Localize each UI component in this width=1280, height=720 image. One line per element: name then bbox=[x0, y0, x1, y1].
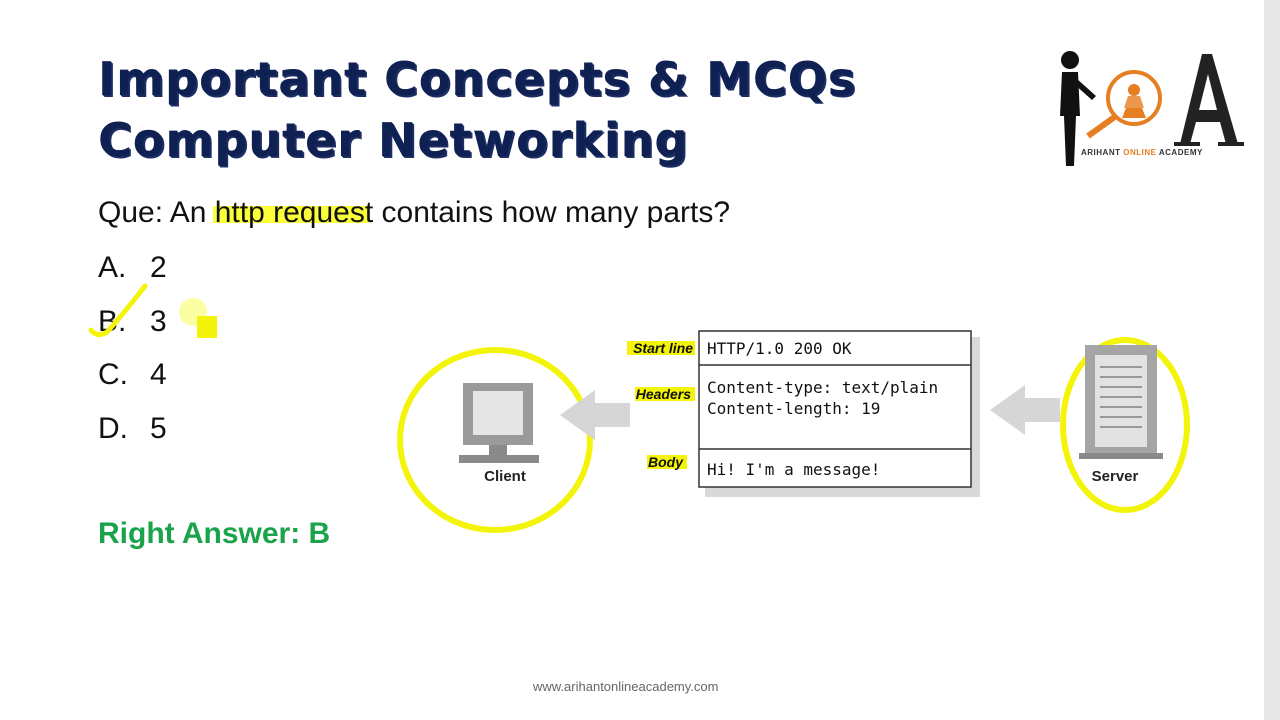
client-highlight-circle bbox=[397, 347, 593, 533]
logo-graphic bbox=[1060, 51, 1244, 166]
header-line-1: Content-type: text/plain bbox=[707, 378, 938, 397]
body-text: Hi! I'm a message! bbox=[707, 460, 880, 479]
question-highlight: http reques bbox=[214, 196, 365, 229]
question-prefix: Que: An bbox=[98, 196, 215, 229]
arrow-to-client-icon bbox=[560, 390, 630, 440]
server-label: Server bbox=[1092, 468, 1139, 485]
option-value: 5 bbox=[150, 412, 167, 445]
server-icon bbox=[1079, 345, 1163, 459]
question-suffix: t contains how many parts? bbox=[364, 196, 731, 229]
server-highlight-circle bbox=[1060, 337, 1190, 513]
footer-url: www.arihantonlineacademy.com bbox=[533, 679, 719, 694]
slide-title-line-2: Computer Networking bbox=[98, 113, 689, 167]
option-value: 3 bbox=[150, 305, 167, 338]
client-label: Client bbox=[484, 468, 526, 485]
option-d: D. 5 bbox=[98, 412, 167, 446]
logo-caption: ARIHANT ONLINE ACADEMY bbox=[1081, 148, 1203, 157]
right-answer: Right Answer: B bbox=[98, 517, 331, 550]
header-line-2: Content-length: 19 bbox=[707, 399, 880, 418]
http-message-box bbox=[698, 330, 972, 488]
start-line-label: Start line bbox=[633, 340, 693, 356]
start-line-text: HTTP/1.0 200 OK bbox=[707, 339, 852, 358]
option-a: A. 2 bbox=[98, 251, 167, 285]
checkmark-annotation bbox=[88, 283, 217, 338]
option-value: 2 bbox=[150, 251, 167, 284]
slide-title-line-1: Important Concepts & MCQs bbox=[98, 52, 857, 106]
headers-label: Headers bbox=[636, 386, 691, 402]
http-message-diagram: Client HTTP/1.0 200 OK Content-type: tex… bbox=[397, 330, 1190, 533]
option-c: C. 4 bbox=[98, 358, 167, 392]
option-letter: C. bbox=[98, 358, 128, 391]
option-letter: A. bbox=[98, 251, 127, 284]
right-edge-bar bbox=[1264, 0, 1280, 720]
client-computer-icon bbox=[459, 383, 539, 463]
arrow-from-server-icon bbox=[990, 385, 1060, 435]
question-text: Que: An http request contains how many p… bbox=[98, 196, 730, 230]
body-label: Body bbox=[648, 454, 684, 470]
option-value: 4 bbox=[150, 358, 167, 391]
option-letter: D. bbox=[98, 412, 128, 445]
